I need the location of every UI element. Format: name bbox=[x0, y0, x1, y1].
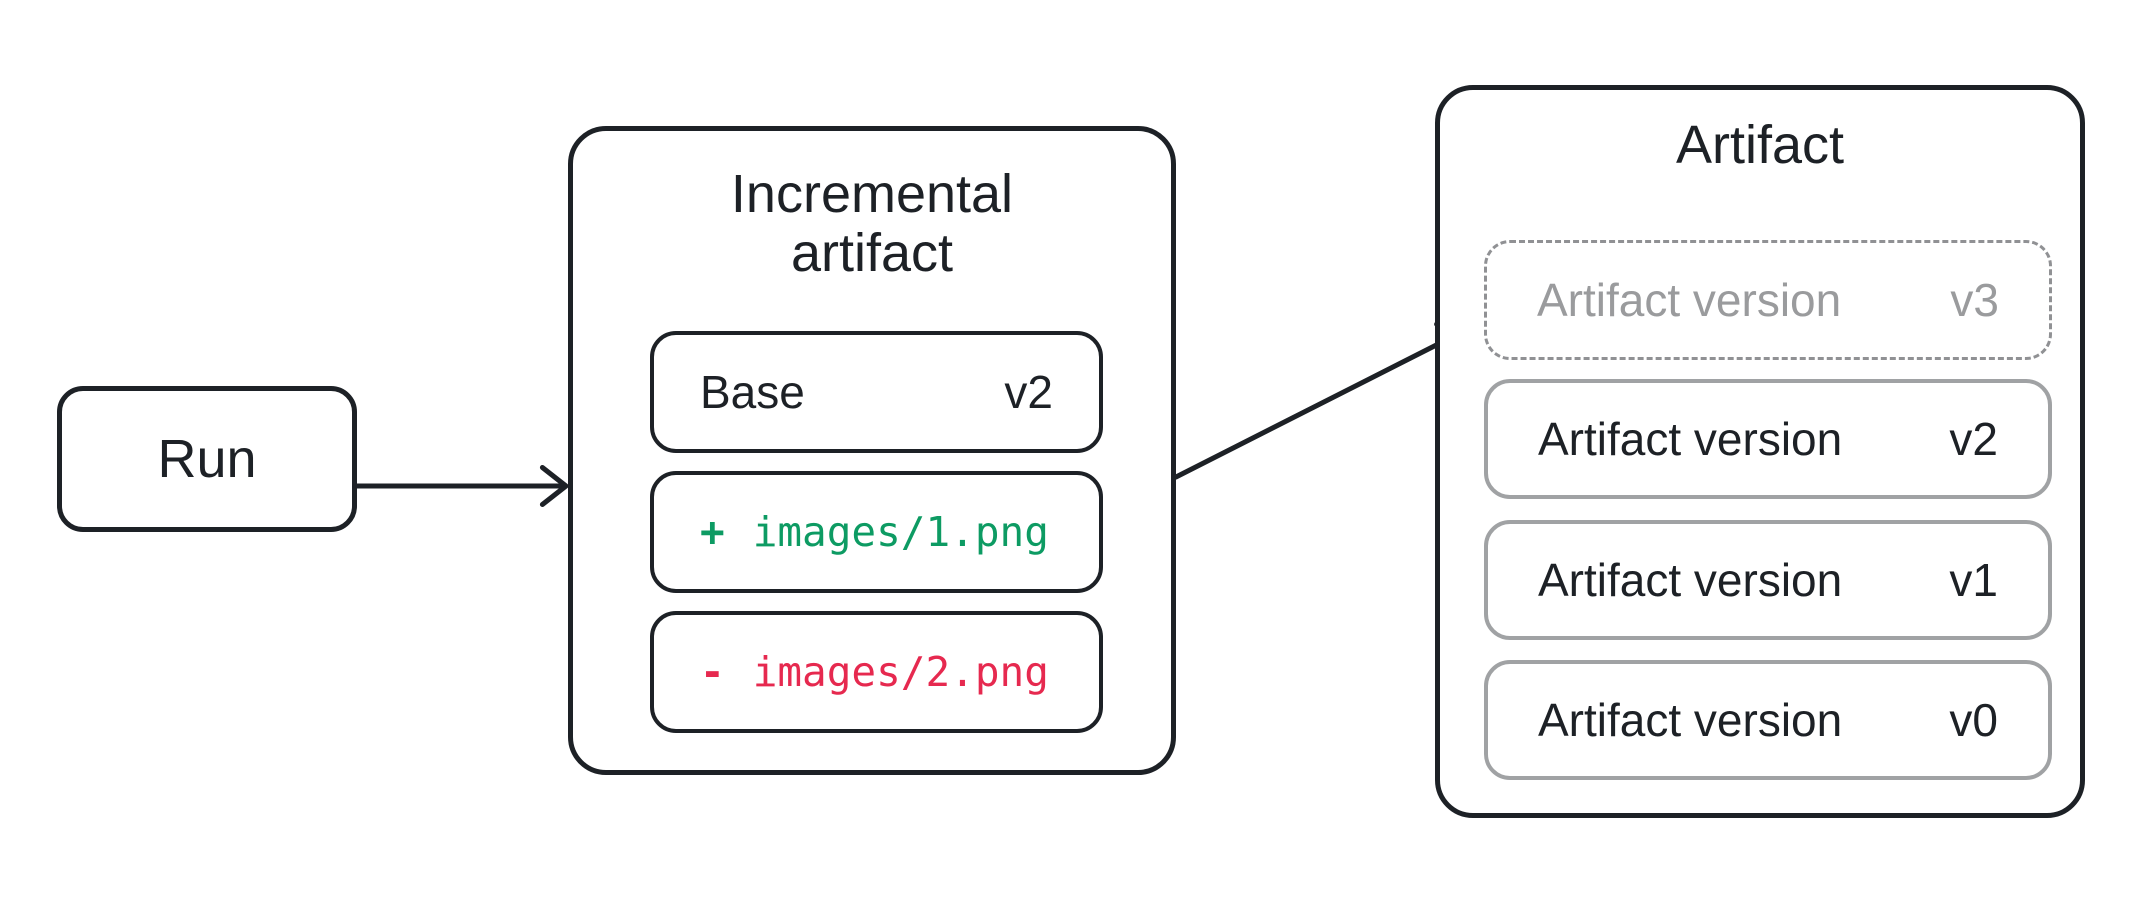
artifact-version-tag: v3 bbox=[1950, 274, 1999, 326]
added-file-path: images/1.png bbox=[752, 508, 1049, 556]
incremental-artifact-node: Incremental artifact Base v2 + images/1.… bbox=[568, 126, 1176, 775]
plus-sign-icon: + bbox=[700, 508, 725, 556]
artifact-title: Artifact bbox=[1675, 115, 1845, 175]
artifact-version-row-pending: Artifact version v3 bbox=[1484, 240, 2052, 360]
base-version: v2 bbox=[1004, 366, 1053, 418]
arrow-incremental-to-artifact bbox=[1173, 321, 1469, 480]
artifact-version-label: Artifact version bbox=[1538, 554, 1843, 606]
added-file-chip: + images/1.png bbox=[650, 471, 1103, 593]
artifact-version-tag: v0 bbox=[1949, 694, 1998, 746]
minus-sign-icon: - bbox=[700, 648, 725, 696]
incremental-artifact-title: Incremental artifact bbox=[573, 164, 1171, 284]
artifact-version-tag: v2 bbox=[1949, 413, 1998, 465]
base-version-chip: Base v2 bbox=[650, 331, 1103, 453]
artifact-version-label: Artifact version bbox=[1538, 694, 1843, 746]
artifact-version-label: Artifact version bbox=[1538, 413, 1843, 465]
incremental-title-line1: Incremental bbox=[730, 164, 1014, 224]
run-label: Run bbox=[157, 429, 257, 489]
removed-file-entry: - images/2.png bbox=[700, 648, 1049, 696]
run-node: Run bbox=[57, 386, 357, 532]
incremental-title-line2: artifact bbox=[790, 223, 954, 284]
artifact-version-row: Artifact version v2 bbox=[1484, 379, 2052, 499]
removed-file-chip: - images/2.png bbox=[650, 611, 1103, 733]
artifact-node: Artifact Artifact version v3 Artifact ve… bbox=[1435, 85, 2085, 818]
artifact-version-row: Artifact version v1 bbox=[1484, 520, 2052, 640]
artifact-version-label: Artifact version bbox=[1537, 274, 1842, 326]
arrow-run-to-incremental bbox=[354, 465, 569, 507]
artifact-version-row: Artifact version v0 bbox=[1484, 660, 2052, 780]
artifact-version-tag: v1 bbox=[1949, 554, 1998, 606]
added-file-entry: + images/1.png bbox=[700, 508, 1049, 556]
removed-file-path: images/2.png bbox=[752, 648, 1049, 696]
base-label: Base bbox=[700, 366, 805, 418]
